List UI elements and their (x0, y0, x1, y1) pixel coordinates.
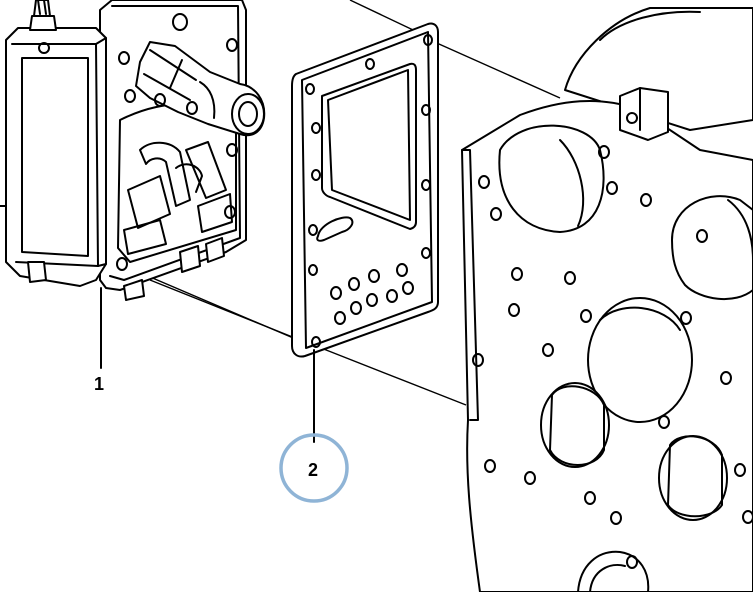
gasket (291, 22, 439, 358)
housing-bolt-holes (472, 145, 753, 569)
alignment-lines (121, 0, 561, 406)
valve-body-assembly (0, 0, 266, 301)
gasket-holes (305, 34, 433, 348)
callout-leaders (100, 287, 315, 443)
callout-label-1: 1 (94, 374, 104, 394)
callout-2: 2 (279, 433, 349, 503)
callout-label-2: 2 (308, 460, 318, 480)
callout-1: 1 (94, 374, 104, 394)
callout-ring-2 (279, 433, 349, 503)
housing (461, 7, 753, 592)
